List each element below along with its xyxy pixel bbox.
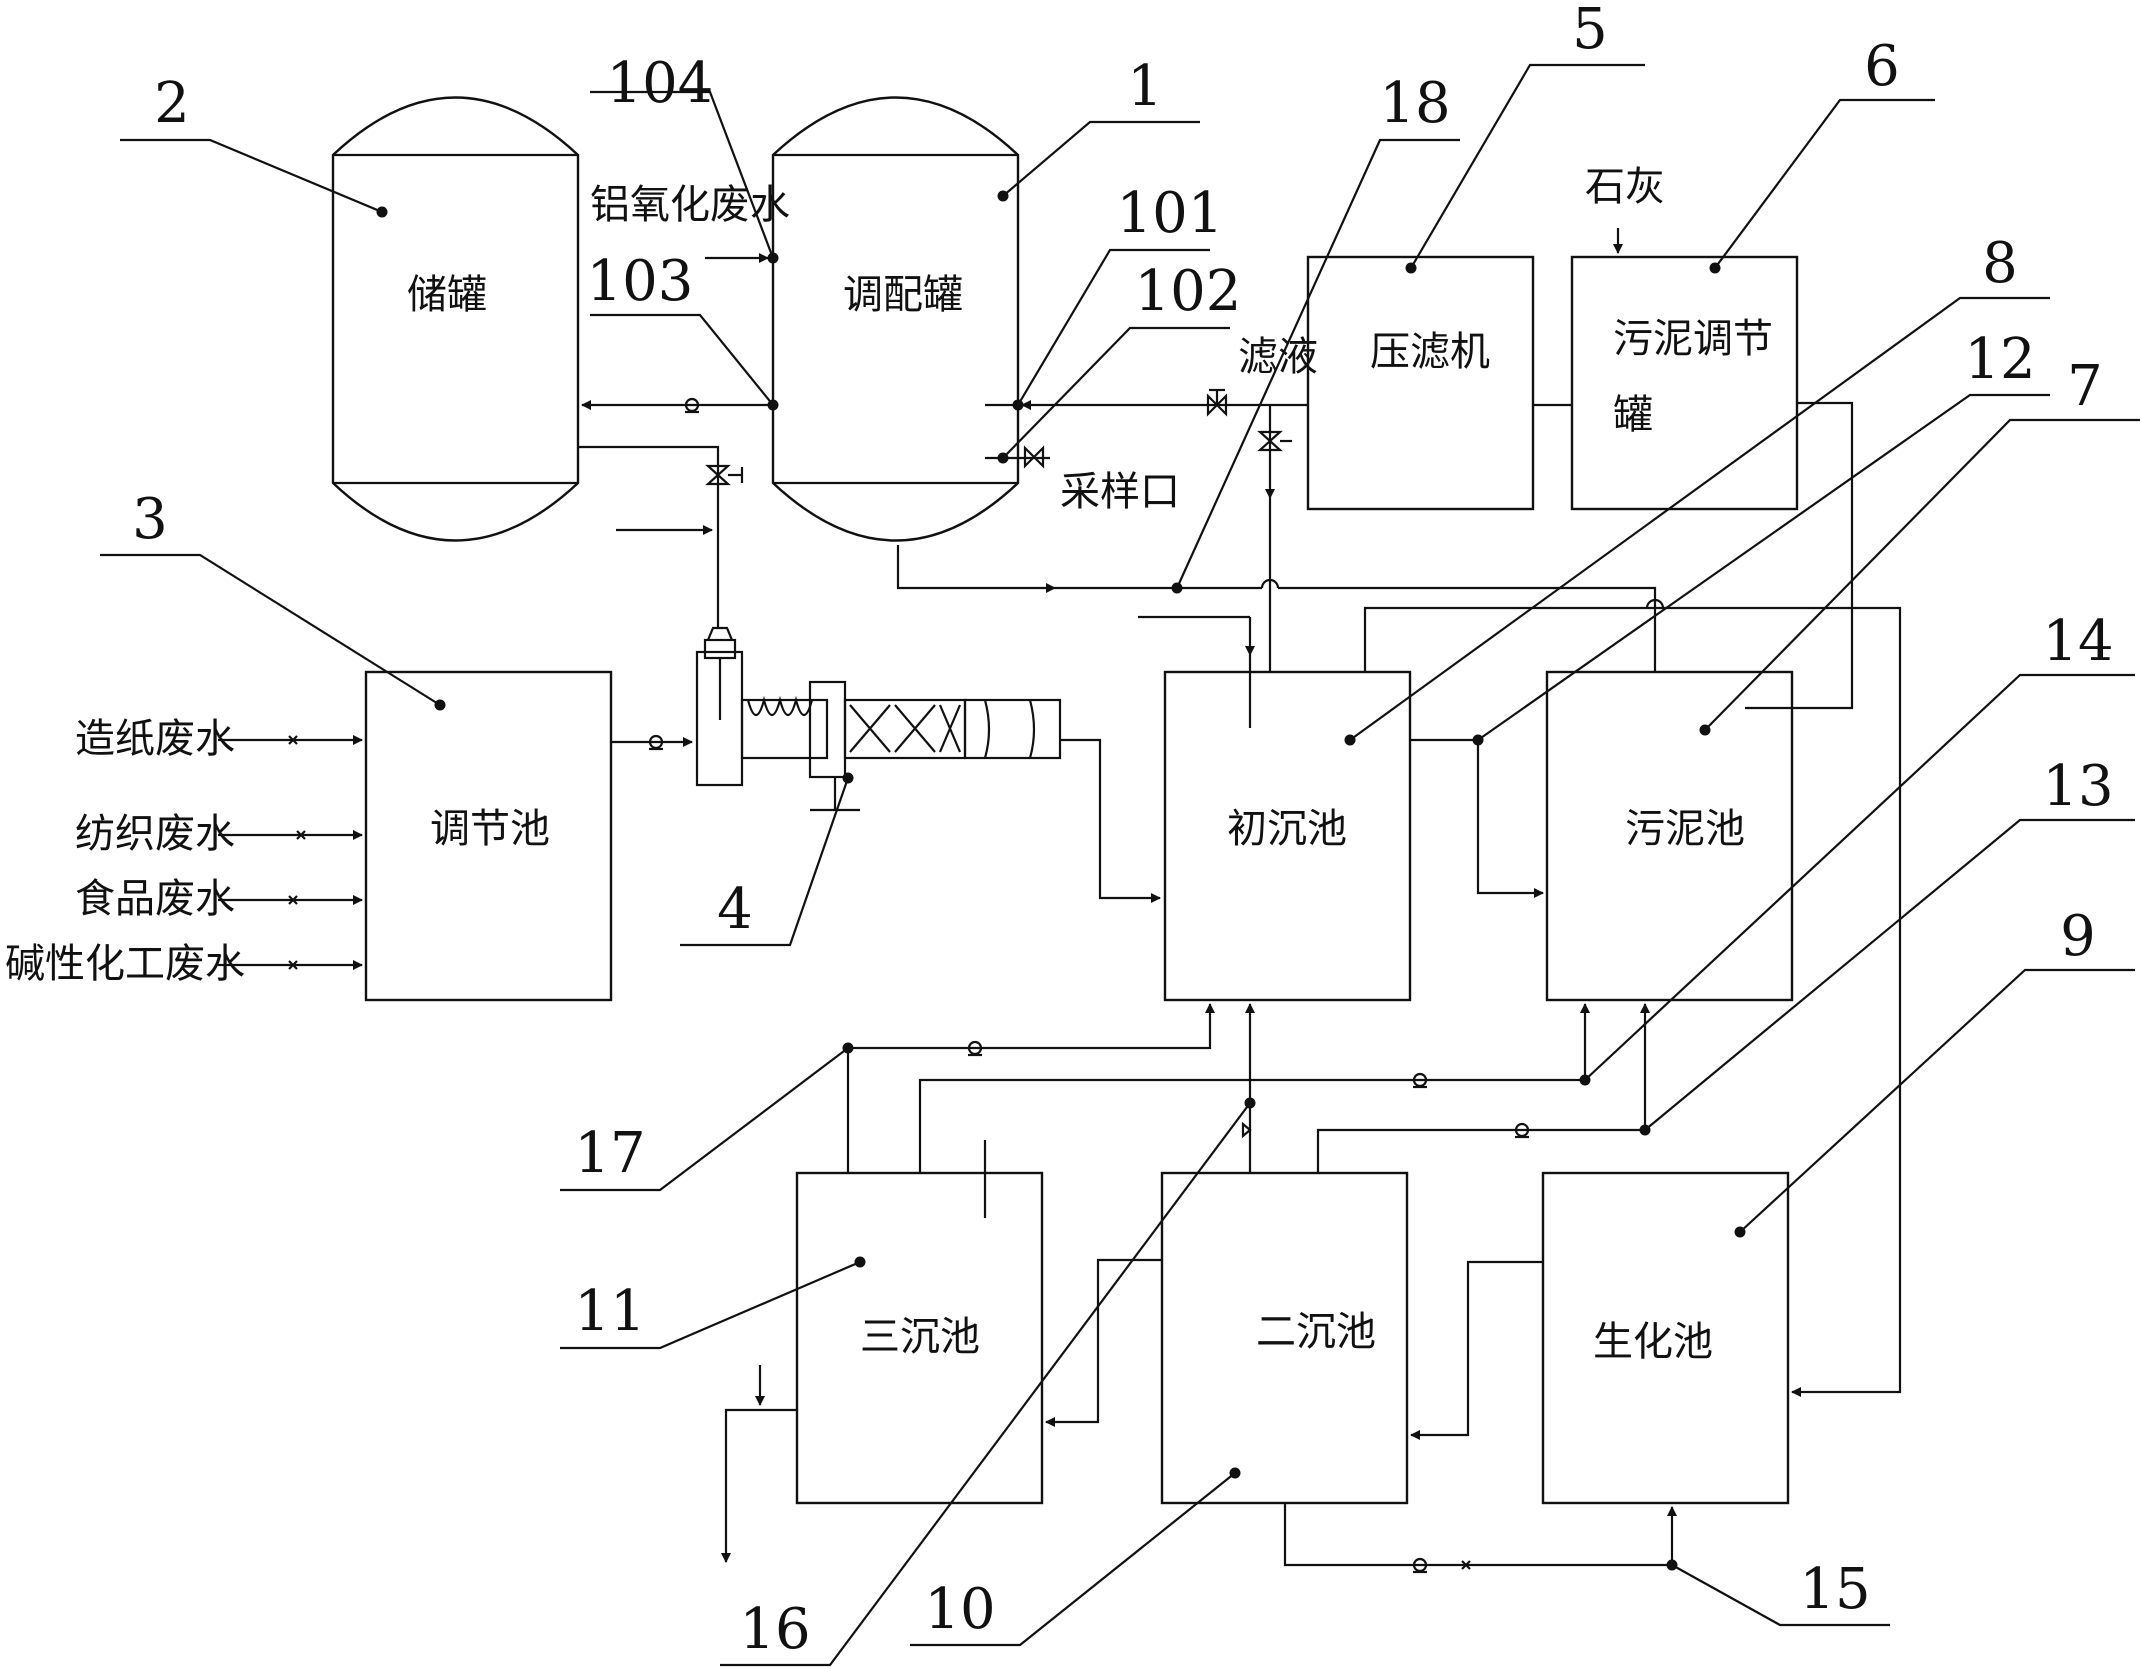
valve-icon (1023, 445, 1045, 469)
ref-12: 12 (1964, 327, 2035, 392)
blending-tank: 调配罐 (771, 96, 1020, 542)
reference-numbers: 2 104 103 1 101 102 18 5 6 8 12 7 14 13 … (132, 0, 2113, 1662)
biochemical-pool-label: 生化池 (1593, 1319, 1713, 1365)
ref-7: 7 (2067, 354, 2103, 419)
filtrate-label: 滤液 (1238, 334, 1318, 380)
ref-11: 11 (574, 1279, 645, 1344)
flow-labels: 铝氧化废水 滤液 采样口 石灰 造纸废水 纺织废水 食品废水 碱性化工废水 (5, 164, 1665, 987)
ref-4: 4 (717, 877, 753, 942)
tertiary-settling-pool: 三沉池 (795, 1171, 1044, 1505)
filter-press: 压滤机 (1306, 255, 1535, 511)
storage-tank-label: 储罐 (407, 272, 487, 318)
primary-settling-pool: 初沉池 (1163, 670, 1412, 1002)
food-wastewater-label: 食品废水 (75, 876, 235, 922)
ref-8: 8 (1982, 231, 2018, 296)
regulating-pool: 调节池 (364, 670, 613, 1002)
secondary-settling-pool: 二沉池 (1160, 1171, 1409, 1505)
sampling-port-label: 采样口 (1060, 469, 1180, 515)
blending-tank-label: 调配罐 (843, 272, 963, 318)
primary-settling-pool-label: 初沉池 (1227, 806, 1347, 852)
sludge-pool-label: 污泥池 (1625, 806, 1745, 852)
sludge-pool: 污泥池 (1545, 670, 1794, 1002)
valve-icons-inlets (288, 735, 306, 970)
ref-16: 16 (739, 1597, 810, 1662)
ref-10: 10 (924, 1577, 995, 1642)
ref-14: 14 (2042, 609, 2113, 674)
ref-103: 103 (587, 249, 694, 314)
ref-13: 13 (2042, 754, 2113, 819)
tertiary-settling-pool-label: 三沉池 (860, 1314, 980, 1360)
ref-104: 104 (607, 51, 714, 116)
paper-wastewater-label: 造纸废水 (75, 716, 235, 762)
textile-wastewater-label: 纺织废水 (75, 811, 235, 857)
ref-101: 101 (1117, 181, 1224, 246)
ref-1: 1 (1127, 54, 1163, 119)
ref-102: 102 (1135, 259, 1242, 324)
pump-icon (648, 734, 664, 751)
valve-icon (1257, 430, 1292, 452)
regulating-pool-label: 调节池 (430, 806, 550, 852)
leader-lines (100, 63, 2140, 1667)
filter-press-label: 压滤机 (1370, 329, 1490, 375)
alkaline-wastewater-label: 碱性化工废水 (5, 941, 245, 987)
valve-icon (1206, 388, 1228, 417)
ref-9: 9 (2060, 904, 2096, 969)
pump-icon (967, 1040, 983, 1057)
ref-18: 18 (1379, 71, 1450, 136)
pump-icon (1514, 1122, 1530, 1139)
ref-15: 15 (1799, 1557, 1870, 1622)
ref-5: 5 (1572, 0, 1608, 62)
biochemical-pool: 生化池 (1541, 1171, 1790, 1505)
valve-icon (705, 464, 744, 486)
pipeline-mixer (695, 626, 1062, 812)
ref-2: 2 (154, 71, 190, 136)
pump-icon (684, 397, 700, 414)
sludge-regulating-tank-label: 污泥调节 罐 (1613, 316, 1786, 438)
pump-icon (1412, 1557, 1428, 1574)
ref-17: 17 (574, 1121, 645, 1186)
ref-6: 6 (1864, 34, 1900, 99)
lime-label: 石灰 (1585, 164, 1665, 210)
secondary-settling-pool-label: 二沉池 (1256, 1309, 1376, 1355)
aluminum-wastewater-label: 铝氧化废水 (590, 182, 790, 228)
ref-3: 3 (132, 487, 168, 552)
storage-tank: 储罐 (331, 96, 580, 542)
sludge-regulating-tank: 污泥调节 罐 (1570, 255, 1799, 511)
pipes (218, 228, 1902, 1574)
pump-icon (1412, 1072, 1428, 1089)
